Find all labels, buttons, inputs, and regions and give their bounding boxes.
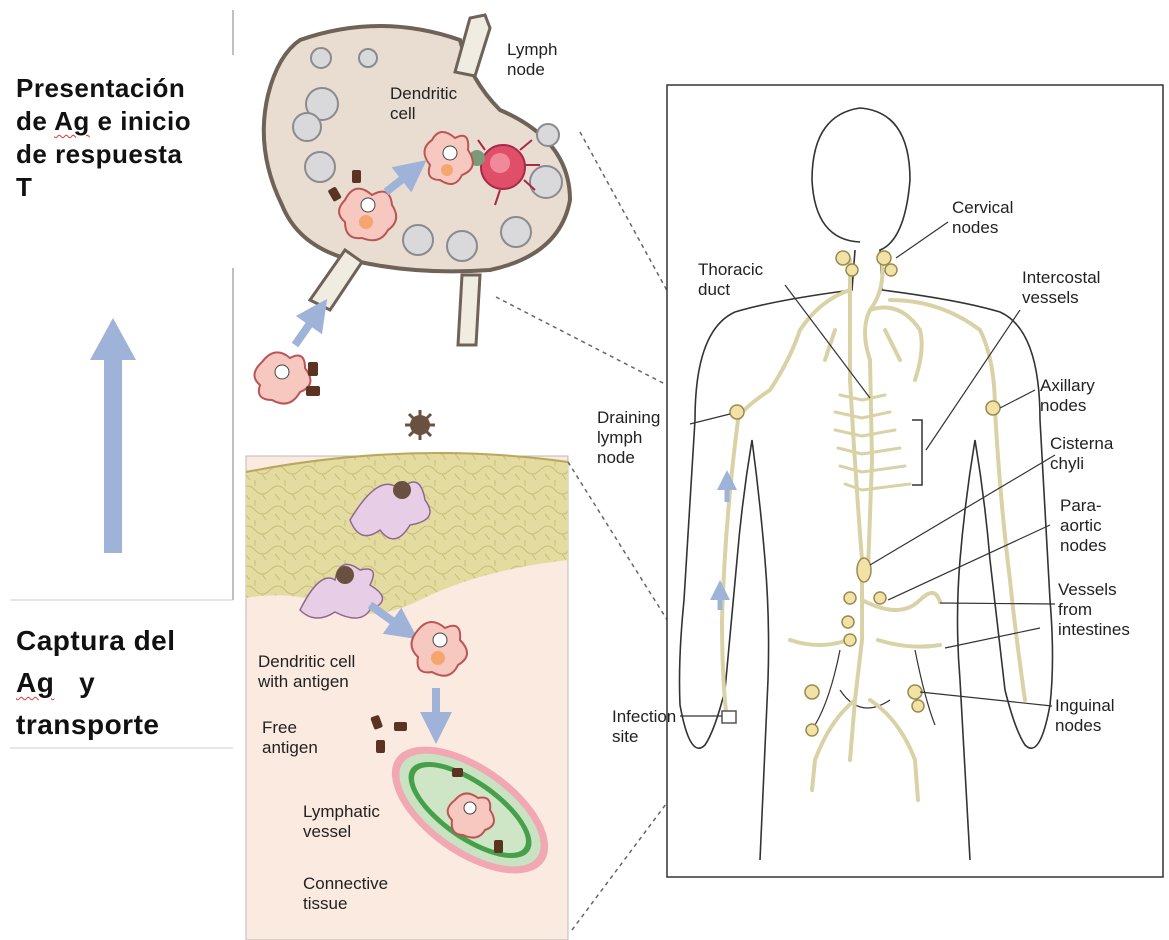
label-line: Axillary	[1040, 376, 1095, 396]
label-line: nodes	[1040, 396, 1095, 416]
body-panel	[667, 85, 1163, 877]
label-line: Intercostal	[1022, 268, 1100, 288]
label-connective-tissue: Connective tissue	[303, 874, 388, 914]
label-thoracic-duct: Thoracic duct	[698, 260, 763, 300]
label-line: Thoracic	[698, 260, 763, 280]
label-draining-lymph-node: Draining lymph node	[597, 408, 660, 468]
label-line: Draining	[597, 408, 660, 428]
label-line: Dendritic cell	[258, 652, 355, 672]
dendritic-cell-entering	[254, 312, 320, 404]
label-dendritic-cell-with-antigen: Dendritic cell with antigen	[258, 652, 355, 692]
label-line: Connective	[303, 874, 388, 894]
label-line: from	[1058, 600, 1130, 620]
label-line: Cisterna	[1050, 434, 1113, 454]
tissue-panel	[246, 453, 570, 940]
label-line: Vessels	[1058, 580, 1130, 600]
label-line: chyli	[1050, 454, 1113, 474]
label-lymphatic-vessel: Lymphatic vessel	[303, 802, 380, 842]
label-line: intestines	[1058, 620, 1130, 640]
label-line: cell	[390, 104, 457, 124]
label-line: node	[597, 448, 660, 468]
big-up-arrow-icon	[90, 318, 136, 553]
antigen-particle-icon	[405, 410, 435, 440]
label-line: lymph	[597, 428, 660, 448]
label-free-antigen: Free antigen	[262, 718, 318, 758]
label-line: Infection	[612, 707, 676, 727]
draining-lymph-node	[730, 405, 744, 419]
label-line: Para-	[1060, 496, 1106, 516]
label-line: vessel	[303, 822, 380, 842]
label-line: node	[507, 60, 557, 80]
label-line: nodes	[1055, 716, 1115, 736]
label-line: Inguinal	[1055, 696, 1115, 716]
label-line: duct	[698, 280, 763, 300]
label-intercostal-vessels: Intercostal vessels	[1022, 268, 1100, 308]
label-line: aortic	[1060, 516, 1106, 536]
label-inguinal-nodes: Inguinal nodes	[1055, 696, 1115, 736]
label-line: with antigen	[258, 672, 355, 692]
label-line: site	[612, 727, 676, 747]
label-line: vessels	[1022, 288, 1100, 308]
label-lymph-node: Lymph node	[507, 40, 557, 80]
label-cervical-nodes: Cervical nodes	[952, 198, 1013, 238]
dendritic-cell-migrating	[339, 189, 396, 241]
afferent-vessel	[310, 250, 362, 310]
label-line: Lymphatic	[303, 802, 380, 822]
label-cisterna-chyli: Cisterna chyli	[1050, 434, 1113, 474]
afferent-vessel	[458, 275, 480, 345]
label-para-aortic-nodes: Para- aortic nodes	[1060, 496, 1106, 556]
label-line: nodes	[1060, 536, 1106, 556]
label-axillary-nodes: Axillary nodes	[1040, 376, 1095, 416]
infection-site-marker	[722, 711, 736, 723]
label-dendritic-cell: Dendritic cell	[390, 84, 457, 124]
label-vessels-from-intestines: Vessels from intestines	[1058, 580, 1130, 640]
label-line: Dendritic	[390, 84, 457, 104]
label-line: antigen	[262, 738, 318, 758]
label-line: Free	[262, 718, 318, 738]
label-infection-site: Infection site	[612, 707, 676, 747]
label-line: nodes	[952, 218, 1013, 238]
label-line: Cervical	[952, 198, 1013, 218]
label-line: Lymph	[507, 40, 557, 60]
label-line: tissue	[303, 894, 388, 914]
